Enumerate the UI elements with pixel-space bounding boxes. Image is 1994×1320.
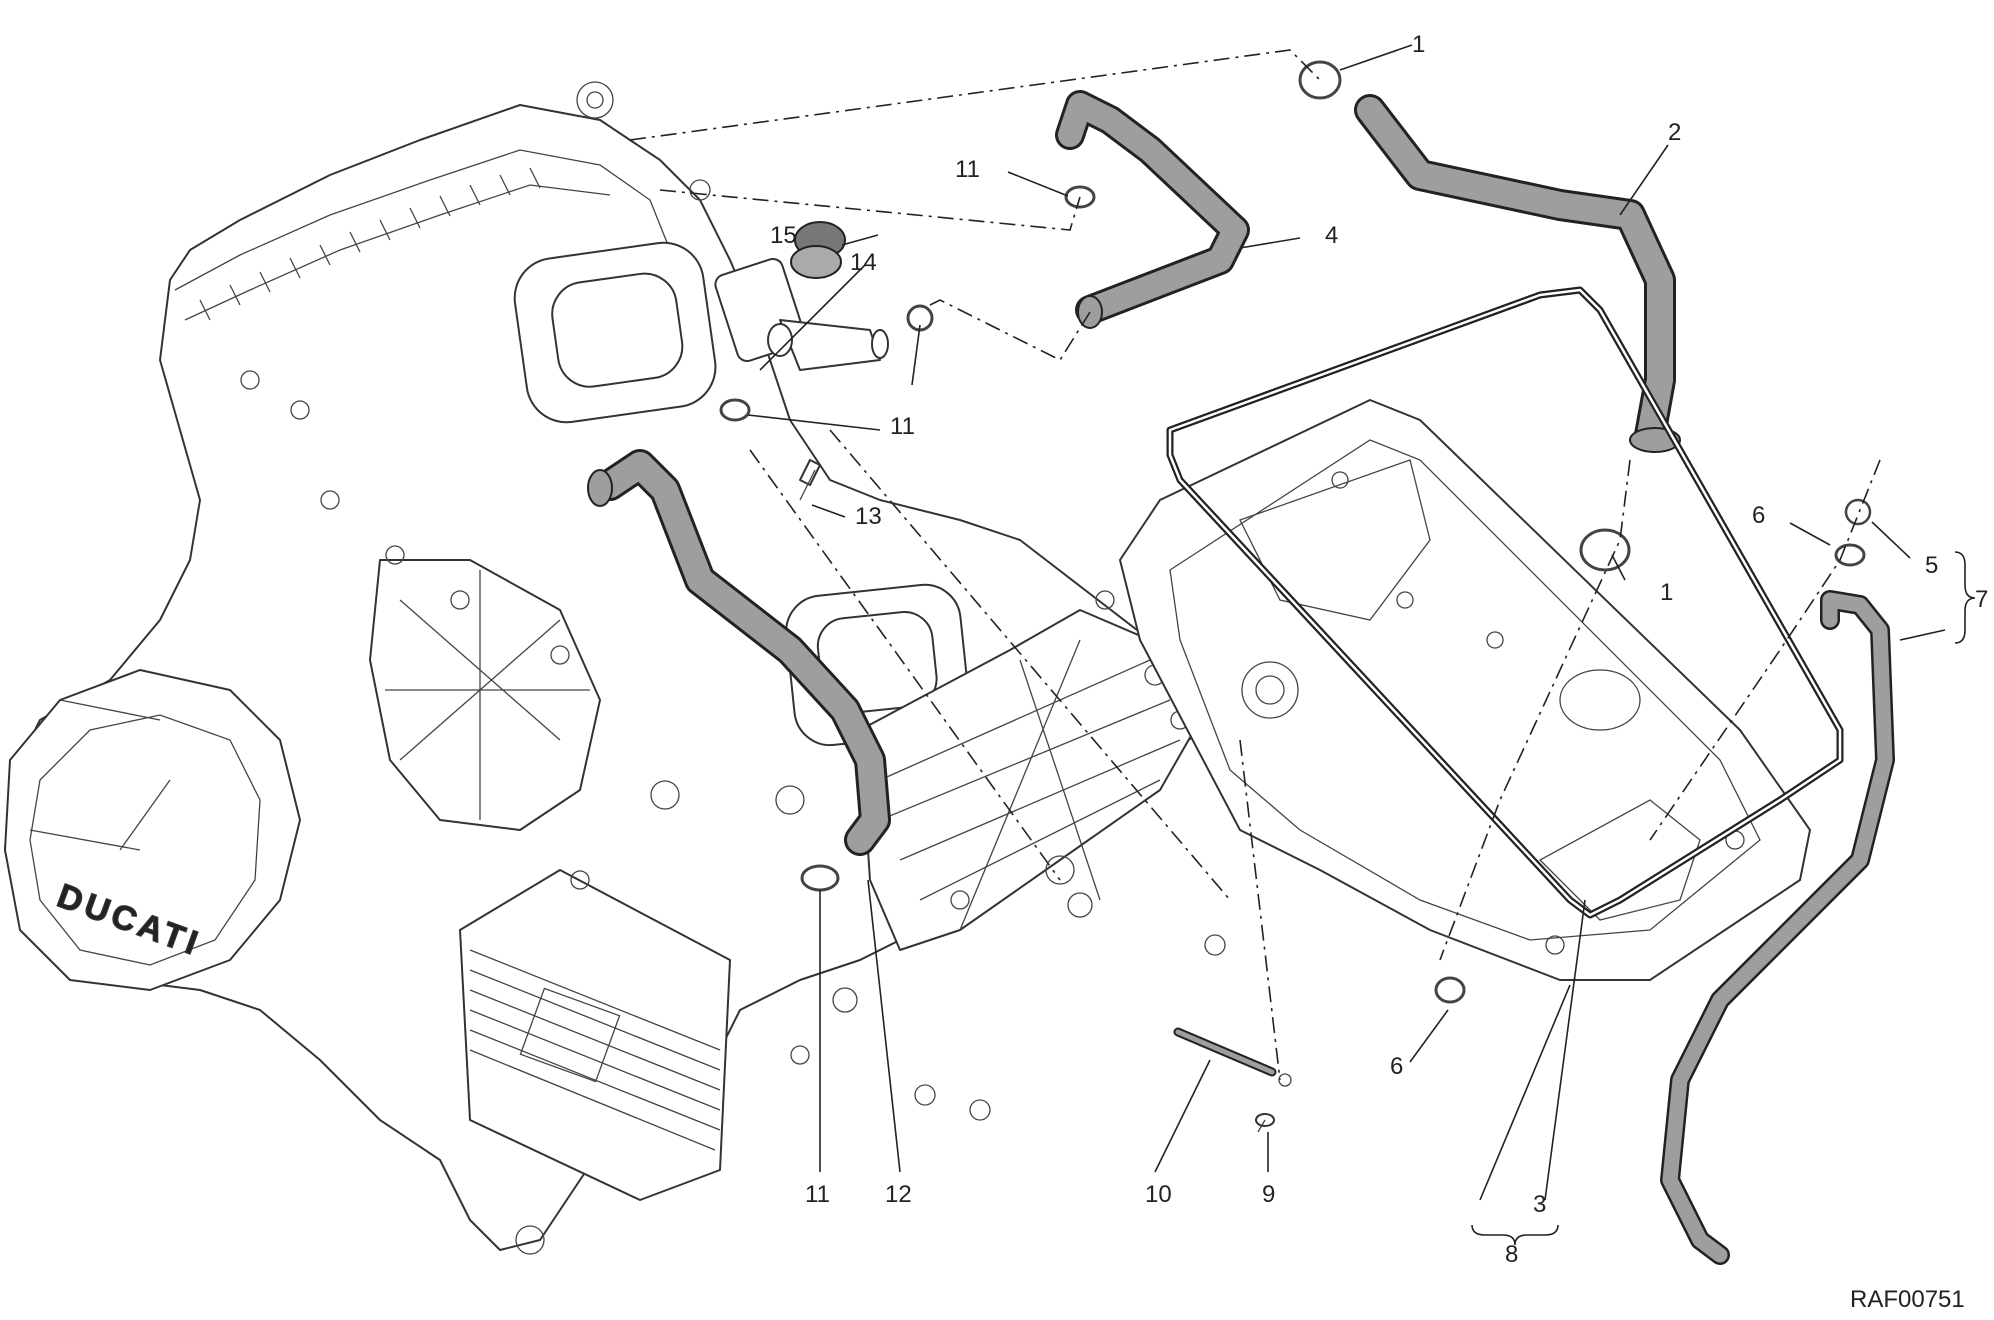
callout-11-lower: 11 (805, 1181, 830, 1208)
oil-cooler (459, 869, 731, 1201)
callout-4: 4 (1325, 222, 1338, 249)
leader-lines (747, 44, 1946, 1201)
clamp-1-top (1298, 60, 1342, 100)
callout-3: 3 (1533, 1191, 1546, 1218)
callout-11-upper: 11 (955, 156, 980, 183)
callout-10: 10 (1145, 1181, 1172, 1208)
callout-15: 15 (770, 222, 797, 249)
fitting-5 (1844, 498, 1872, 526)
callout-5: 5 (1925, 552, 1938, 579)
callout-2: 2 (1668, 119, 1681, 146)
valve-cover-gasket-3 (1166, 286, 1844, 919)
callout-14: 14 (850, 249, 877, 276)
callout-1-top: 1 (1412, 31, 1425, 58)
dipstick-10 (1173, 1027, 1292, 1087)
hose-12 (587, 449, 891, 856)
valve-cover-assembly-8 (1119, 399, 1811, 981)
engine-block: DUCATI (4, 81, 1226, 1255)
hose-2 (1354, 94, 1681, 453)
filler-cap (790, 221, 846, 279)
screw-9 (1255, 1113, 1275, 1133)
callout-7: 7 (1975, 586, 1988, 613)
clamp-11-upper (1064, 185, 1096, 209)
clamps (719, 60, 1872, 1004)
clamp-6-upper (1834, 543, 1866, 567)
clamp-6-lower (1434, 976, 1466, 1004)
hose-4 (1055, 90, 1250, 329)
clamp-1-mid (1579, 528, 1631, 572)
breather-pipe-7 (1660, 590, 1895, 1265)
callout-11-middle: 11 (890, 413, 915, 440)
callout-labels: 1 2 4 1 11 15 14 11 13 6 5 7 6 11 12 10 … (770, 31, 1988, 1268)
clamp-11-middle (719, 398, 751, 422)
drawing-reference: RAF00751 (1850, 1286, 1965, 1313)
callout-9: 9 (1262, 1181, 1275, 1208)
brace-8 (1471, 1224, 1559, 1246)
brace-7 (1954, 551, 1976, 644)
callout-6-upper: 6 (1752, 502, 1765, 529)
callout-13: 13 (855, 503, 882, 530)
callout-8: 8 (1505, 1241, 1518, 1268)
assembly-lines (629, 49, 1881, 1081)
callout-6-lower: 6 (1390, 1053, 1403, 1080)
callout-1-middle: 1 (1660, 579, 1673, 606)
callout-12: 12 (885, 1181, 912, 1208)
thermostat-housing (714, 257, 889, 371)
